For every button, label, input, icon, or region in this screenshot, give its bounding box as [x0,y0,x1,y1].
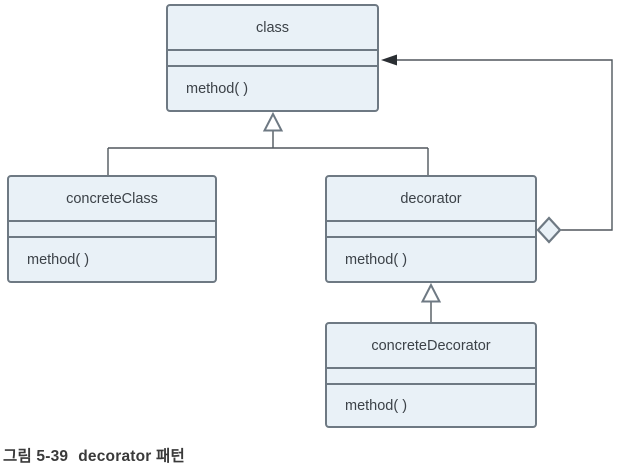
class-box-attributes [168,51,377,67]
decorator-box-title: decorator [327,177,535,222]
concrete-decorator-box-attributes [327,369,535,385]
generalization-triangle-icon [420,282,442,303]
concrete-decorator-box-method: method( ) [345,397,408,414]
concrete-class-box-method: method( ) [27,251,90,268]
aggregation-diamond-icon [536,216,562,244]
decorator-box-method: method( ) [345,251,408,268]
class-box: class method( ) [166,4,379,112]
class-box-title: class [168,6,377,51]
generalization-to-class [107,111,429,175]
association-arrowhead-icon [381,54,397,66]
concrete-class-box-title: concreteClass [9,177,215,222]
generalization-triangle-icon [262,111,284,132]
concrete-decorator-box-title: concreteDecorator [327,324,535,369]
decorator-box-attributes [327,222,535,238]
concrete-decorator-box: concreteDecorator method( ) [325,322,537,428]
decorator-box: decorator method( ) [325,175,537,283]
figure-title: decorator 패턴 [78,448,185,465]
figure-number: 그림 5-39 [3,448,69,465]
concrete-class-box-attributes [9,222,215,238]
figure-caption: 그림 5-39 decorator 패턴 [3,444,185,466]
concrete-class-box: concreteClass method( ) [7,175,217,283]
class-box-method: method( ) [186,80,249,97]
generalization-to-decorator [420,282,442,322]
